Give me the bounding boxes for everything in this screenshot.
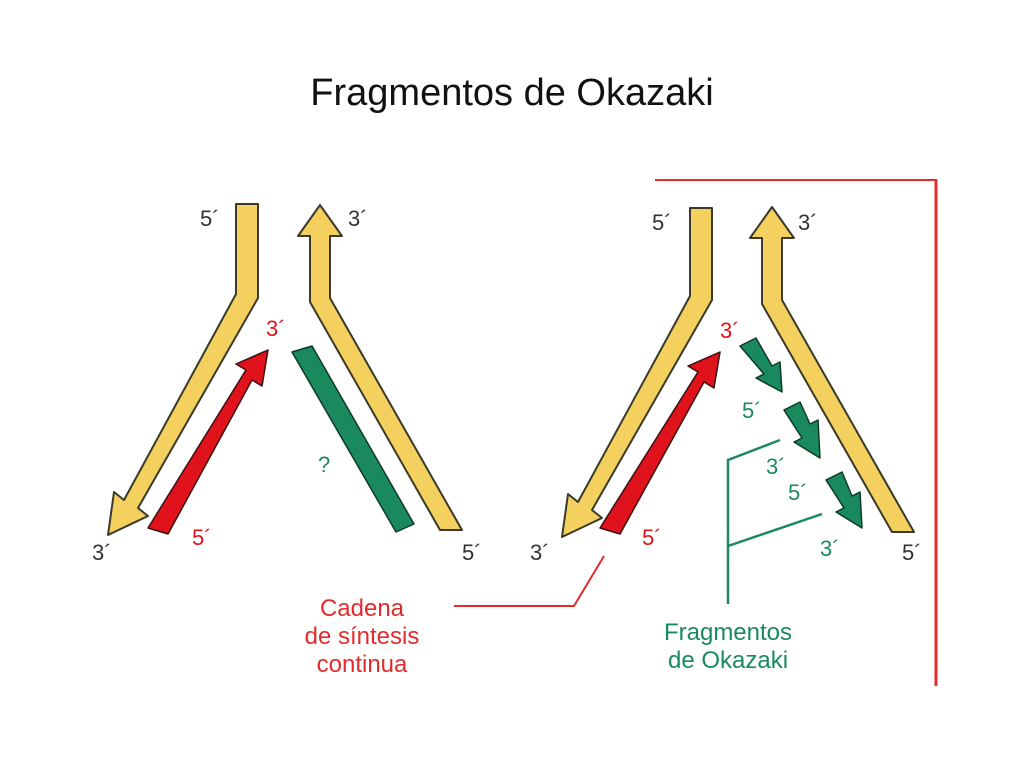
left-fork-label-3-fork: 3´ xyxy=(266,316,286,341)
right-fork-label-5-bottom: 5´ xyxy=(902,540,922,565)
okazaki-bracket xyxy=(726,438,781,604)
okazaki-fragment-1 xyxy=(739,337,783,393)
right-fork-continuous-strand xyxy=(599,351,721,535)
left-fork-label-3-top: 3´ xyxy=(348,206,368,231)
left-fork-label-5-red: 5´ xyxy=(192,525,212,550)
okazaki-label-3-frag2: 3´ xyxy=(766,454,786,479)
right-fork-label-3-bottom: 3´ xyxy=(530,540,550,565)
continuous-caption-leader xyxy=(454,555,605,607)
right-fork-label-3-fork: 3´ xyxy=(720,318,740,343)
right-fork-label-3-top: 3´ xyxy=(798,210,818,235)
okazaki-caption-line2: de Okazaki xyxy=(668,647,788,674)
okazaki-fragment-3 xyxy=(825,471,863,529)
right-fork-label-5-red: 5´ xyxy=(642,525,662,550)
continuous-caption-line1: Cadena xyxy=(320,595,405,622)
okazaki-label-5-frag1: 5´ xyxy=(742,398,762,423)
okazaki-label-5-frag2: 5´ xyxy=(788,480,808,505)
right-fork-label-5-top: 5´ xyxy=(652,210,672,235)
right-fork-template-strand-left xyxy=(561,207,713,538)
right-fork: 5´ 3´ 3´ 5´ 5´ 3´ 5´ 3´ 3´ 5´ xyxy=(530,206,922,604)
right-fork-template-strand-right xyxy=(749,206,915,533)
left-fork-continuous-strand xyxy=(147,349,269,535)
okazaki-caption: Fragmentos de Okazaki xyxy=(664,619,792,674)
continuous-caption: Cadena de síntesis continua xyxy=(305,595,420,678)
left-fork-label-3-bottom: 3´ xyxy=(92,540,112,565)
okazaki-fragment-2 xyxy=(783,401,821,459)
left-fork: 5´ 3´ 3´ 5´ ? 3´ 5´ xyxy=(92,203,482,565)
okazaki-label-3-frag3: 3´ xyxy=(820,536,840,561)
left-fork-template-strand-left xyxy=(107,203,259,536)
left-fork-label-5-bottom: 5´ xyxy=(462,540,482,565)
left-fork-label-question: ? xyxy=(318,452,330,477)
okazaki-bracket-tick xyxy=(727,512,823,548)
continuous-caption-line2: de síntesis xyxy=(305,623,420,650)
continuous-caption-line3: continua xyxy=(317,651,408,678)
left-fork-template-strand-right xyxy=(297,204,463,531)
page-title: Fragmentos de Okazaki xyxy=(310,72,714,114)
okazaki-caption-line1: Fragmentos xyxy=(664,619,792,646)
left-fork-lagging-strand xyxy=(291,345,415,533)
left-fork-label-5-top: 5´ xyxy=(200,206,220,231)
